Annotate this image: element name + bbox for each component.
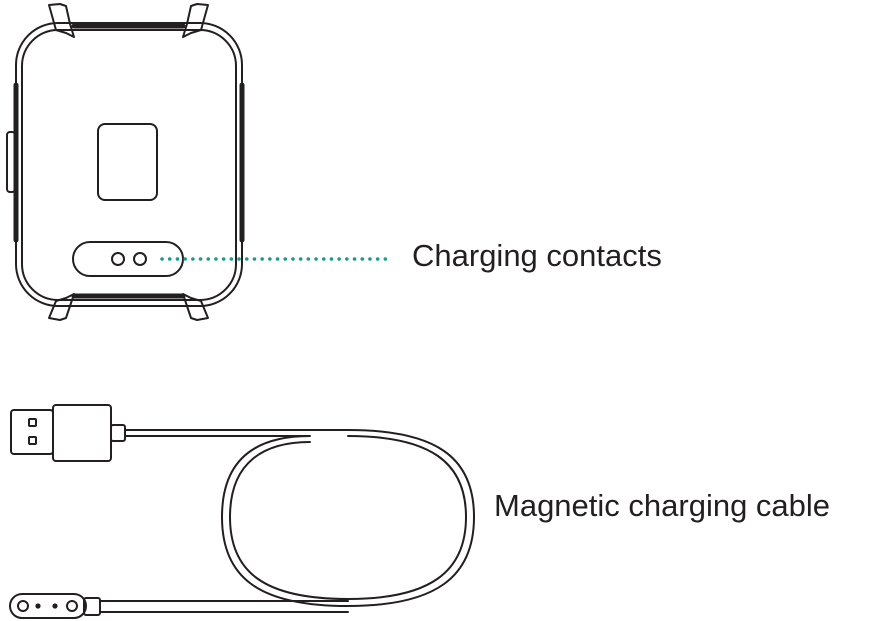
usb-plug-hole-top bbox=[28, 418, 37, 427]
usb-plug-hole-bottom bbox=[28, 436, 37, 445]
cable-illustration bbox=[9, 404, 475, 619]
usb-plug-body bbox=[52, 404, 112, 462]
charging-contact-left bbox=[111, 252, 125, 266]
cable-wire-usb-side bbox=[124, 429, 475, 607]
watch-side-button bbox=[6, 131, 16, 193]
magnetic-connector-neck bbox=[83, 597, 101, 616]
magnetic-connector-pin-2 bbox=[52, 603, 58, 609]
magnetic-connector-pin-3 bbox=[66, 600, 78, 612]
charging-contacts-label: Charging contacts bbox=[412, 238, 662, 273]
watch-case-outer bbox=[15, 22, 243, 307]
magnetic-cable-label: Magnetic charging cable bbox=[494, 488, 831, 523]
watch-lug-top-right bbox=[182, 3, 209, 38]
watch-lug-bottom-left bbox=[48, 293, 75, 321]
watch-sensor-window bbox=[97, 123, 158, 201]
watch-lug-bottom-right bbox=[182, 293, 209, 321]
watch-case-inner bbox=[21, 29, 237, 301]
magnetic-connector-pin-outer bbox=[17, 600, 29, 612]
usb-plug-metal bbox=[10, 409, 54, 455]
watch-lug-top-left bbox=[48, 3, 75, 38]
charging-contact-right bbox=[133, 252, 147, 266]
charging-contacts-plate bbox=[72, 241, 184, 277]
usb-strain-relief bbox=[110, 424, 126, 442]
magnetic-connector-pin-1 bbox=[35, 603, 41, 609]
cable-wire-loop-inner bbox=[229, 435, 467, 600]
cable-wire-magnetic-side bbox=[99, 600, 349, 613]
magnetic-connector-head bbox=[9, 593, 87, 619]
watch-illustration bbox=[6, 3, 245, 321]
